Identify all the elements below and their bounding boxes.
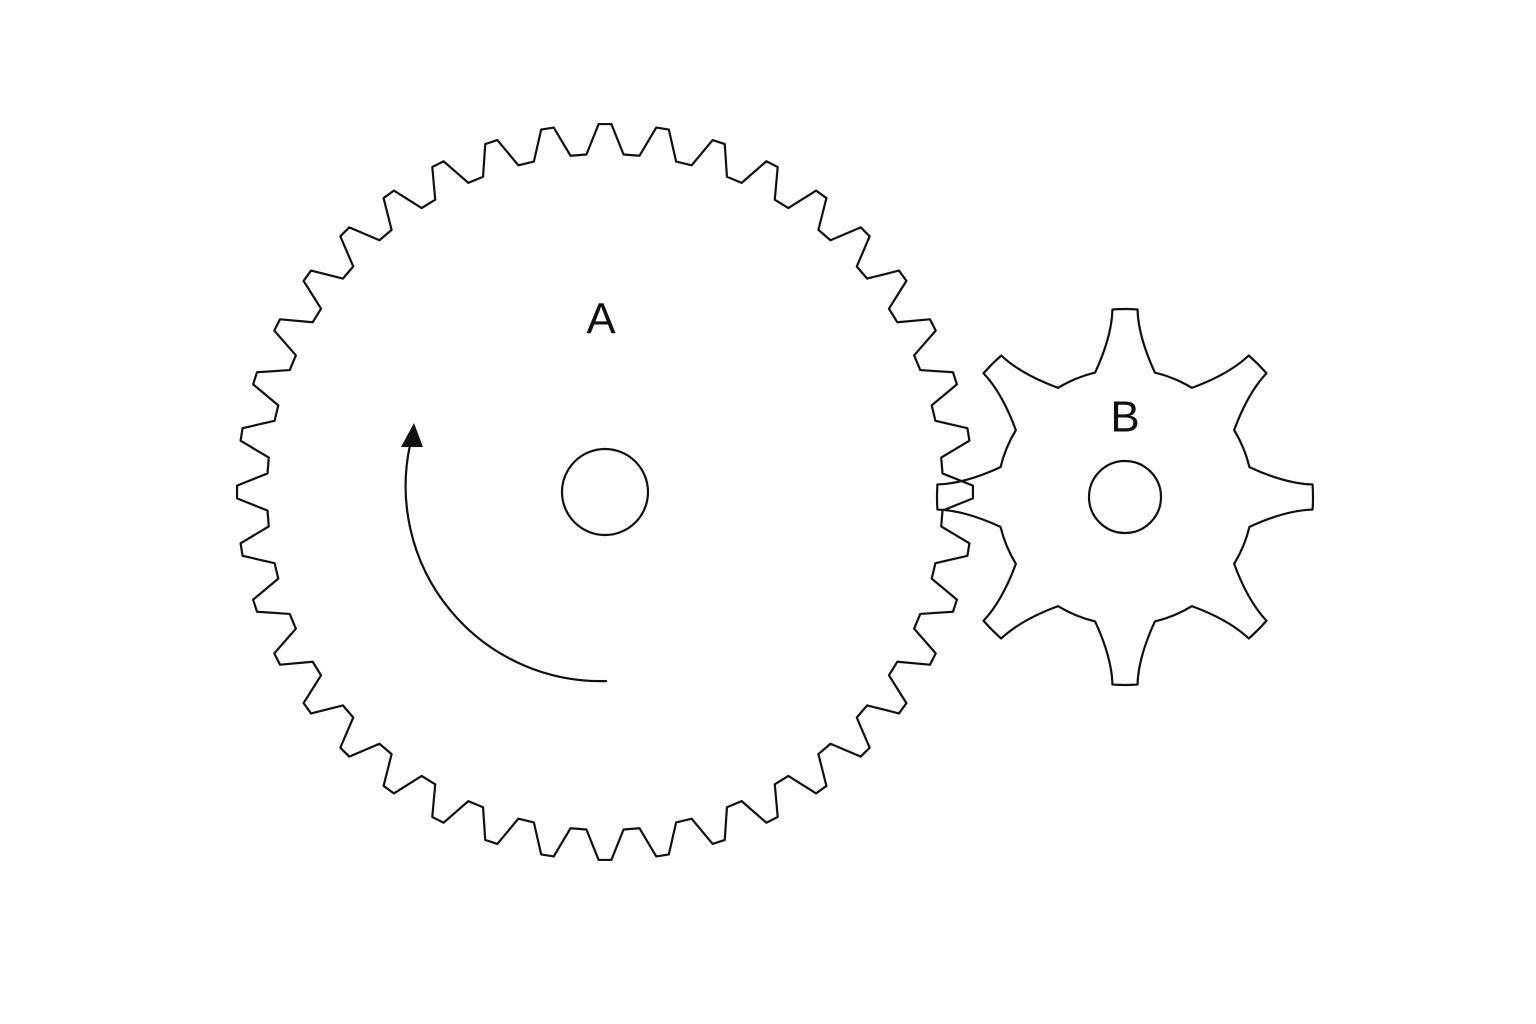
- arrowhead-icon: [401, 423, 423, 447]
- gear-a-label: A: [586, 295, 616, 344]
- rotation-arrow: [401, 423, 608, 683]
- gear-b-label: B: [1110, 393, 1139, 442]
- gear-b-hub: [1087, 459, 1163, 535]
- gear-a-outline: [235, 122, 975, 862]
- gear-a: A: [235, 122, 975, 862]
- rotation-arc: [404, 444, 608, 683]
- gear-a-hub: [560, 447, 650, 537]
- gear-b-outline: [935, 307, 1315, 687]
- gear-b: B: [935, 307, 1315, 687]
